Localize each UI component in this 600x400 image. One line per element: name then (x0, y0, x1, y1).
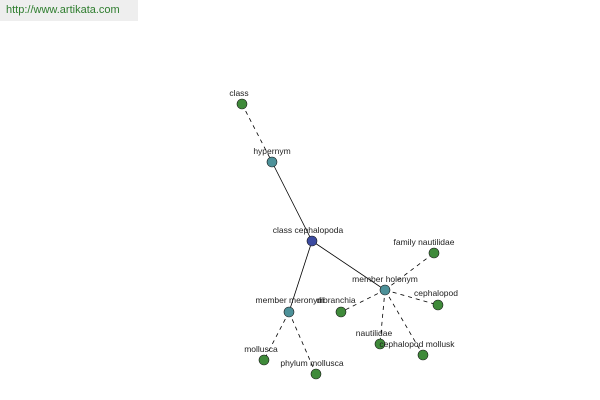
label-member-holonym: member holonym (352, 274, 418, 284)
edge-member-holonym-nautilidae (379, 289, 386, 345)
node-nautilidae[interactable] (374, 338, 386, 350)
node-member-holonym[interactable] (379, 284, 391, 296)
edge-hypernym-class-cephalopoda (271, 161, 313, 242)
edge-member-holonym-dibranchia (340, 289, 386, 313)
site-url-label[interactable]: http://www.artikata.com (0, 0, 138, 21)
edge-member-holonym-family-nautilidae (384, 252, 435, 291)
label-member-meronym: member meronym (256, 295, 325, 305)
label-mollusca: mollusca (244, 344, 278, 354)
node-cephalopod[interactable] (432, 299, 444, 311)
node-mollusca[interactable] (258, 354, 270, 366)
label-dibranchia: dibranchia (316, 295, 355, 305)
node-family-nautilidae[interactable] (428, 247, 440, 259)
node-dibranchia[interactable] (335, 306, 347, 318)
edge-member-holonym-cephalopod (384, 289, 439, 306)
label-cephalopod: cephalopod (414, 288, 458, 298)
graph-edges (241, 103, 439, 375)
edge-member-meronym-phylum-mollusca (288, 311, 317, 375)
node-hypernym[interactable] (266, 156, 278, 168)
edge-class-hypernym (241, 103, 273, 163)
node-class[interactable] (236, 98, 248, 110)
label-cephalopod-mollusk: cephalopod mollusk (379, 339, 455, 349)
edge-class-cephalopoda-member-meronym (288, 240, 313, 313)
edge-class-cephalopoda-member-holonym (311, 240, 386, 291)
label-class: class (229, 88, 248, 98)
graph-labels: class hypernym class cephalopoda member … (229, 88, 458, 368)
node-cephalopod-mollusk[interactable] (417, 349, 429, 361)
label-phylum-mollusca: phylum mollusca (280, 358, 344, 368)
edge-member-meronym-mollusca (263, 311, 290, 361)
label-nautilidae: nautilidae (356, 328, 393, 338)
node-phylum-mollusca[interactable] (310, 368, 322, 380)
graph-nodes (236, 98, 444, 380)
label-family-nautilidae: family nautilidae (394, 237, 455, 247)
label-hypernym: hypernym (253, 146, 290, 156)
label-class-cephalopoda: class cephalopoda (273, 225, 344, 235)
node-member-meronym[interactable] (283, 306, 295, 318)
node-class-cephalopoda[interactable] (306, 235, 318, 247)
